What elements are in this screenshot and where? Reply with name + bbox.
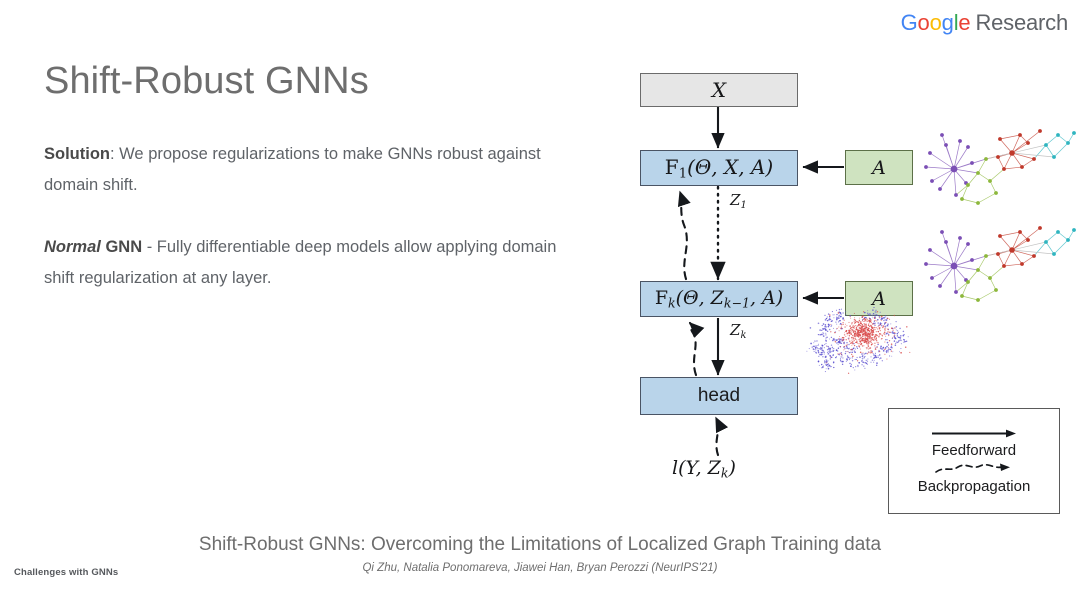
graph-thumbnail-2 xyxy=(924,226,1076,302)
node-label-layer-1: F1(Θ, X, A) xyxy=(664,154,774,182)
node-box-adjacency-1[interactable]: A xyxy=(845,150,913,185)
logo-letter-o1: o xyxy=(917,10,930,35)
node-box-head[interactable]: head xyxy=(640,377,798,415)
research-wordmark: Research xyxy=(975,10,1068,35)
edge-label-z1: Z1 xyxy=(730,191,747,211)
node-box-layer-k[interactable]: Fk(Θ, Zk−1, A) xyxy=(640,281,798,317)
normal-body-text: - Fully differentiable deep models allow… xyxy=(44,238,557,287)
logo-letter-l: l xyxy=(953,10,959,35)
node-label-head: head xyxy=(697,385,741,406)
backpropagation-arrow-icon xyxy=(935,463,1010,473)
normal-gnn-label2: GNN xyxy=(105,238,143,256)
node-box-layer-1[interactable]: F1(Θ, X, A) xyxy=(640,150,798,186)
solution-body-text: : We propose regularizations to make GNN… xyxy=(44,145,541,194)
feedforward-arrow-icon xyxy=(932,429,1016,437)
diagram-connector-layer xyxy=(677,107,844,457)
loss-function-label: l(Y, Zk) xyxy=(672,457,736,481)
logo-letter-o2: o xyxy=(929,10,942,35)
logo-letter-g: G xyxy=(900,10,918,35)
node-label-input-x: X xyxy=(711,78,727,102)
page-title: Shift-Robust GNNs xyxy=(44,60,369,102)
edge-backprop-layerk-to-layer1 xyxy=(677,190,691,281)
legend-label-backpropagation: Backpropagation xyxy=(917,477,1031,495)
node-label-adjacency-2: A xyxy=(872,287,886,310)
edge-backprop-head-to-layerk xyxy=(688,321,705,377)
paper-caption-title: Shift-Robust GNNs: Overcoming the Limita… xyxy=(198,534,882,555)
edge-label-zk: Zk xyxy=(730,321,747,341)
node-label-layer-k: Fk(Θ, Zk−1, A) xyxy=(654,287,784,311)
logo-letter-g2: g xyxy=(941,10,954,35)
node-box-input-x[interactable]: X xyxy=(640,73,798,107)
architecture-diagram: X F1(Θ, X, A) Fk(Θ, Zk−1, A) head A A Z1… xyxy=(600,55,1080,525)
node-label-adjacency-1: A xyxy=(872,156,886,179)
node-box-adjacency-2[interactable]: A xyxy=(845,281,913,316)
footer-section-label: Challenges with GNNs xyxy=(14,567,119,578)
solution-lead-label: Solution xyxy=(44,145,110,163)
edge-backprop-loss-to-head xyxy=(714,416,729,457)
diagram-legend: Feedforward Backpropagation xyxy=(888,408,1060,514)
google-wordmark: Google xyxy=(901,10,971,35)
logo-letter-e: e xyxy=(958,10,971,35)
normal-lead-label: Normal xyxy=(44,238,101,256)
paper-caption-authors: Qi Zhu, Natalia Ponomareva, Jiawei Han, … xyxy=(362,562,718,574)
legend-label-feedforward: Feedforward xyxy=(931,441,1017,459)
tsne-scatter-thumbnail xyxy=(806,306,911,374)
normal-gnn-paragraph: Normal GNN - Fully differentiable deep m… xyxy=(44,232,564,294)
solution-paragraph: Solution: We propose regularizations to … xyxy=(44,139,564,201)
graph-thumbnail-1 xyxy=(924,129,1076,205)
